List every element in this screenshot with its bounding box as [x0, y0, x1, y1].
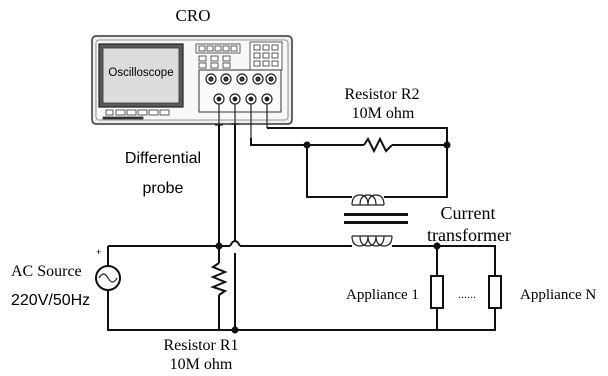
ac-source: +	[95, 247, 121, 291]
resistor-r2-name: Resistor R2	[344, 86, 419, 103]
current-transformer	[344, 194, 408, 247]
transformer-label-line1: Current	[441, 203, 496, 223]
resistor-r1-name: Resistor R1	[163, 337, 238, 354]
circuit-wires	[107, 124, 496, 331]
probe-label-line2: probe	[143, 180, 184, 197]
ac-source-label: AC Source	[11, 263, 82, 280]
transformer-label-line2: transformer	[427, 225, 511, 245]
screen-label: Oscilloscope	[108, 67, 173, 79]
appliance-n-box	[488, 275, 502, 309]
source-polarity: +	[96, 247, 101, 257]
appliance-1-box	[430, 275, 444, 309]
probe-label-line1: Differential	[125, 150, 201, 167]
channel-knobs	[205, 73, 277, 85]
resistor-r1-value: 10M ohm	[170, 356, 233, 373]
resistor-r1-symbol	[210, 262, 228, 296]
appliance-n-label: Appliance N	[520, 287, 596, 303]
input-connectors	[213, 93, 273, 105]
resistor-r2-symbol	[363, 136, 393, 154]
junction-dots	[215, 141, 451, 334]
appliance-dots: ......	[458, 287, 476, 301]
cro-title: CRO	[176, 6, 211, 25]
probe-cables	[215, 104, 268, 138]
ac-source-rating: 220V/50Hz	[11, 292, 90, 309]
oscilloscope-device: CRO Oscilloscope	[91, 6, 293, 125]
resistor-r2-value: 10M ohm	[352, 105, 415, 122]
wire-crossover	[229, 240, 241, 247]
screen-buttons	[102, 109, 170, 120]
appliance-1-label: Appliance 1	[346, 287, 419, 303]
